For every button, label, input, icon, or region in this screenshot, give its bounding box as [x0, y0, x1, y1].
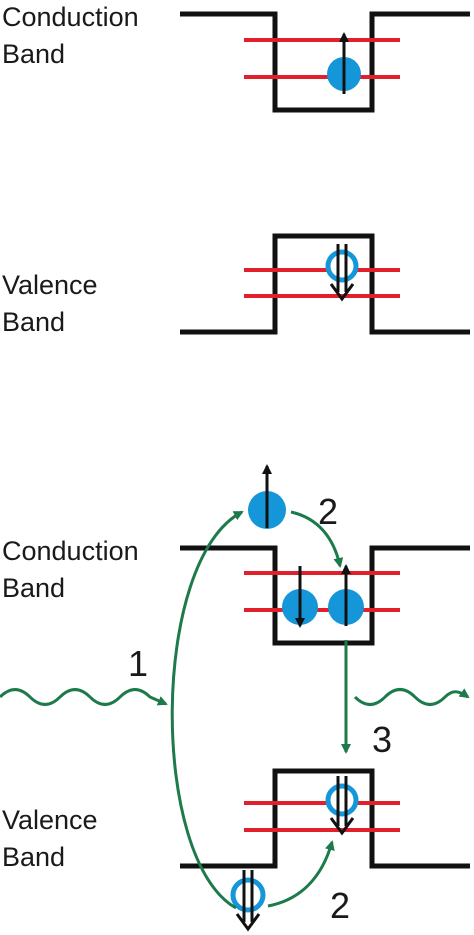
step-label-1: 1: [128, 643, 148, 684]
valence-band-label: Band: [2, 842, 65, 872]
conduction-band-label: Band: [2, 573, 65, 603]
hole-icon: [325, 249, 359, 283]
step-label-2: 2: [330, 885, 350, 926]
valence-band-label: Valence: [2, 270, 98, 300]
hole-icon: [230, 877, 266, 913]
excitation-arrow: [170, 510, 244, 910]
top-panel: Conduction Band Valence Band: [2, 2, 470, 337]
conduction-band-label: Conduction: [2, 536, 139, 566]
step-label-2: 2: [318, 491, 338, 532]
spin-down-arrowhead: [235, 913, 261, 932]
conduction-band-label: Conduction: [2, 2, 139, 32]
spin-down-arrowhead: [329, 283, 355, 302]
step-label-3: 3: [372, 719, 392, 760]
valence-band-label: Band: [2, 307, 65, 337]
valence-band-edge: [180, 768, 470, 869]
bottom-panel: Conduction Band Valence Band 1: [0, 464, 470, 932]
hole-icon: [325, 783, 359, 817]
electron-relaxation-arrow: [290, 510, 344, 568]
emitted-photon-icon: [353, 688, 470, 706]
conduction-band-edge: [180, 11, 470, 113]
incoming-photon-icon: [0, 688, 168, 706]
valence-band-edge: [180, 233, 470, 335]
valence-band-label: Valence: [2, 805, 98, 835]
spin-down-arrowhead: [329, 817, 355, 836]
conduction-band-edge: [180, 545, 470, 646]
hole-relaxation-arrow: [267, 840, 335, 908]
conduction-band-label: Band: [2, 39, 65, 69]
